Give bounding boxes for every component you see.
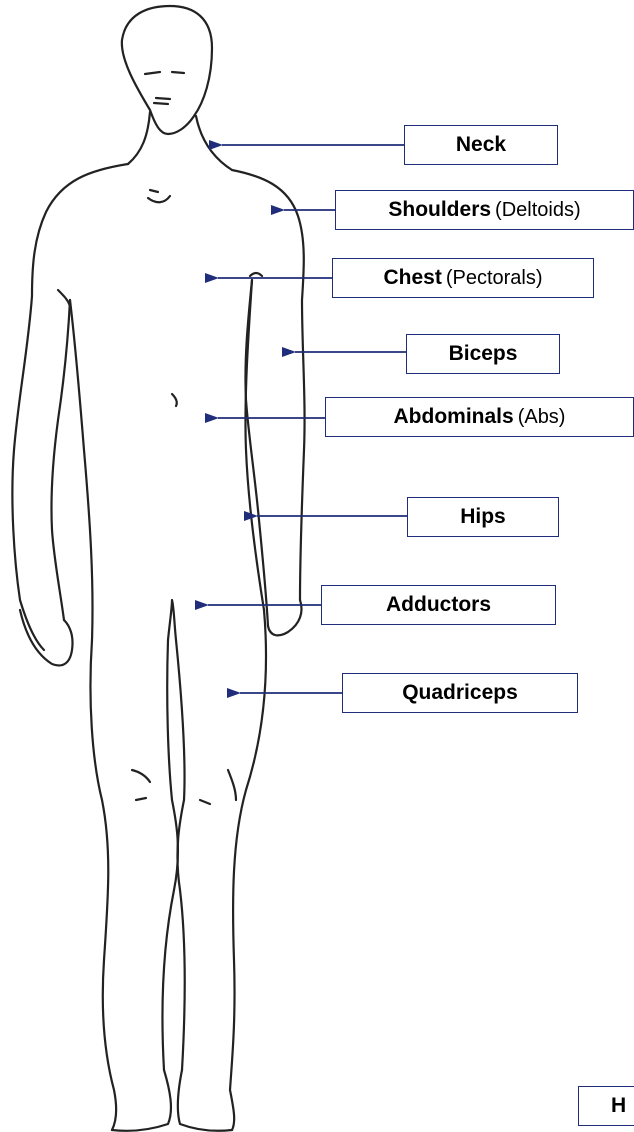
label-biceps: Biceps (406, 334, 560, 374)
left-eye (145, 72, 160, 74)
label-chest-sub: (Pectorals) (446, 267, 543, 290)
left-knee-2 (136, 798, 146, 800)
chest-line (250, 273, 262, 276)
right-eye (172, 72, 184, 73)
label-abdominals-sub: (Abs) (518, 406, 566, 429)
label-hips: Hips (407, 497, 559, 537)
left-arm-inner (51, 300, 70, 620)
label-chest: Chest (Pectorals) (332, 258, 594, 298)
right-torso (245, 280, 264, 610)
right-arm-outer (232, 170, 305, 600)
label-chest-main: Chest (383, 266, 441, 290)
head-outline (122, 6, 212, 134)
crotch (168, 600, 176, 640)
label-shoulders-sub: (Deltoids) (495, 199, 581, 222)
left-knee (132, 770, 150, 782)
collar-mark-2 (150, 190, 158, 192)
right-leg-inner (176, 640, 185, 1070)
neck-left (128, 112, 150, 164)
left-leg-inner (162, 640, 177, 1070)
label-quadriceps: Quadriceps (342, 673, 578, 713)
label-biceps-main: Biceps (449, 342, 518, 366)
left-foot (112, 1070, 171, 1131)
label-adductors: Adductors (321, 585, 556, 625)
right-leg-outer (230, 610, 266, 1130)
label-hips-main: Hips (460, 505, 506, 529)
right-knee (228, 770, 236, 800)
left-leg-outer (90, 640, 116, 1130)
label-neck-main: Neck (456, 133, 506, 157)
neck-right (196, 116, 232, 170)
nose (156, 98, 170, 99)
left-arm-crease (58, 290, 70, 306)
label-abdominals-main: Abdominals (394, 405, 514, 429)
label-adductors-main: Adductors (386, 593, 491, 617)
left-torso (70, 300, 93, 640)
collar-mark (148, 196, 170, 202)
label-partial: H (578, 1086, 634, 1126)
right-knee-2 (200, 800, 210, 804)
label-quadriceps-main: Quadriceps (402, 681, 518, 705)
label-shoulders-main: Shoulders (388, 198, 491, 222)
human-body-outline (12, 6, 304, 1131)
label-neck: Neck (404, 125, 558, 165)
label-abdominals: Abdominals (Abs) (325, 397, 634, 437)
right-foot (178, 1070, 232, 1131)
label-shoulders: Shoulders (Deltoids) (335, 190, 634, 230)
left-arm-outer (12, 164, 128, 650)
label-partial-main: H (611, 1094, 626, 1118)
navel (172, 394, 177, 406)
mouth (154, 103, 168, 104)
